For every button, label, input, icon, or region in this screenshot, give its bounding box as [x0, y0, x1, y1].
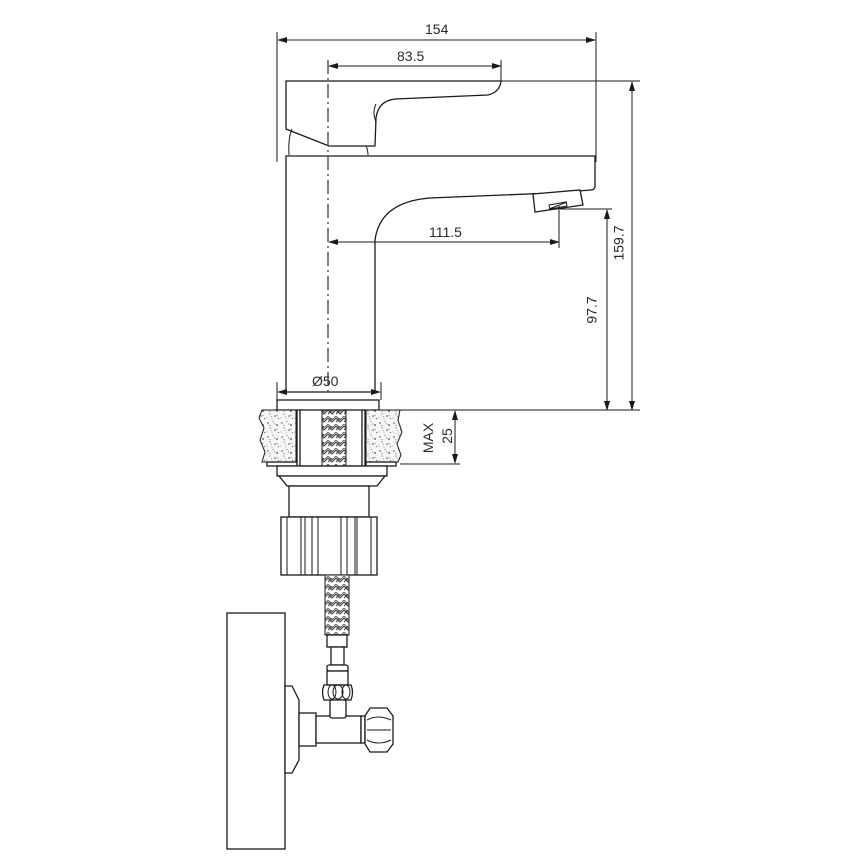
tap-body — [285, 155, 596, 393]
dimension-max-thickness — [400, 410, 460, 465]
fixing-nut — [276, 465, 388, 576]
label-handle-reach: 83.5 — [397, 48, 425, 64]
label-spout-reach: 111.5 — [429, 224, 462, 240]
wall — [226, 612, 286, 850]
braided-supply-hose — [324, 574, 350, 672]
label-overall-height: 159.7 — [610, 225, 627, 261]
dimension-spout-reach — [328, 206, 560, 248]
label-base-diameter: Ø50 — [312, 373, 339, 389]
countertop-section — [258, 409, 403, 467]
lever-handle — [285, 80, 502, 156]
base-flange — [276, 399, 380, 411]
dimension-base-diameter — [276, 382, 382, 400]
dimension-spout-height — [560, 208, 612, 411]
label-max: MAX — [420, 422, 437, 454]
label-overall-width: 154 — [425, 21, 449, 37]
dimension-overall-width — [276, 32, 597, 162]
compression-nut — [364, 707, 394, 753]
label-spout-height: 97.7 — [583, 296, 600, 324]
label-max-value: 25 — [438, 428, 455, 444]
angle-stop-valve — [284, 670, 366, 774]
dimension-handle-reach — [328, 60, 502, 81]
aerator — [532, 189, 584, 213]
